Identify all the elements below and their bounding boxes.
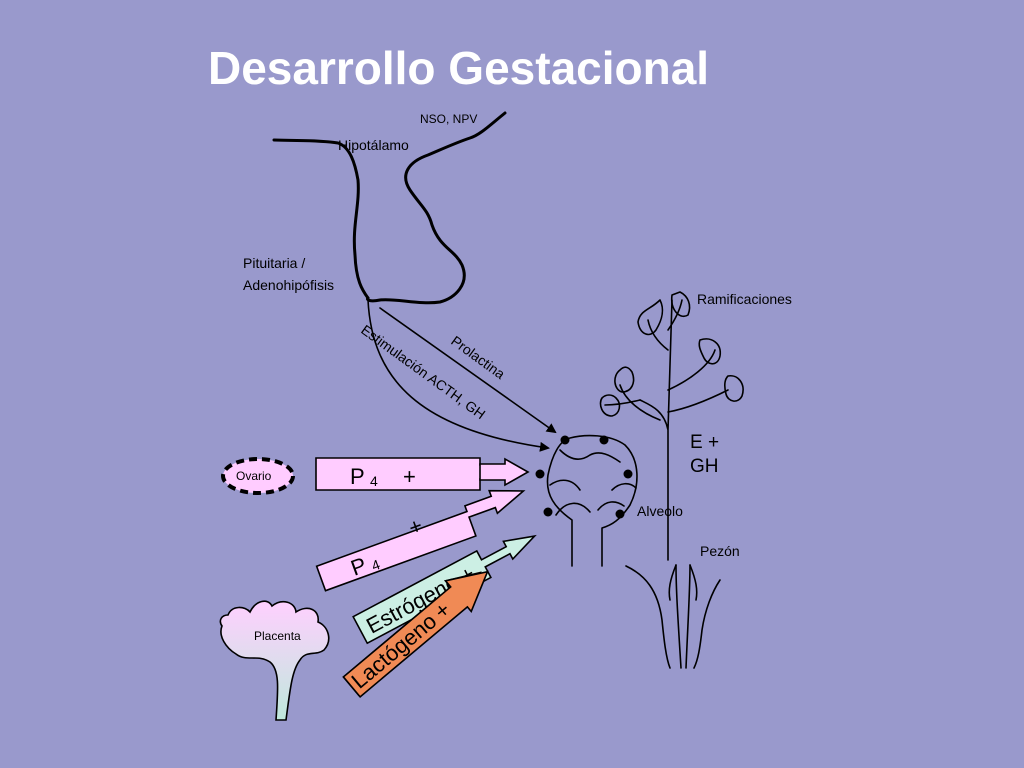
hypothalamus-label: Hipotálamo (338, 137, 409, 153)
stimulation-arrow (367, 299, 550, 452)
slide-title: Desarrollo Gestacional (208, 42, 709, 94)
alveolus-drawing (535, 434, 638, 567)
nipple-drawing (625, 564, 721, 669)
nipple-label: Pezón (700, 543, 740, 559)
ovary-drawing (221, 457, 295, 495)
placenta-drawing (219, 600, 330, 721)
progesterone-ovary-arrow: P 4 + (315, 457, 530, 491)
alveolus-label: Alveolo (637, 503, 683, 519)
branches-label: Ramificaciones (697, 291, 792, 307)
pituitary-label-line1: Pituitaria / (243, 255, 305, 271)
hypothalamus-pituitary-drawing (272, 111, 507, 305)
nso-npv-label: NSO, NPV (420, 112, 477, 126)
pituitary-label-line2: Adenohipófisis (243, 277, 334, 293)
progesterone-placenta-arrow: P 4 + (315, 489, 526, 592)
p4-ovary-sign: + (403, 464, 416, 489)
mammary-branches-drawing (599, 291, 744, 561)
p4-ovary-subscript: 4 (370, 473, 378, 489)
prolactin-label: Prolactina (448, 332, 508, 382)
ovary-label: Ovario (236, 469, 272, 483)
placenta-label: Placenta (254, 629, 301, 643)
p4-ovary-letter: P (350, 464, 365, 489)
gh-label: GH (690, 456, 719, 477)
prolactin-arrow (379, 307, 557, 434)
e-plus-label: E + (690, 432, 719, 453)
